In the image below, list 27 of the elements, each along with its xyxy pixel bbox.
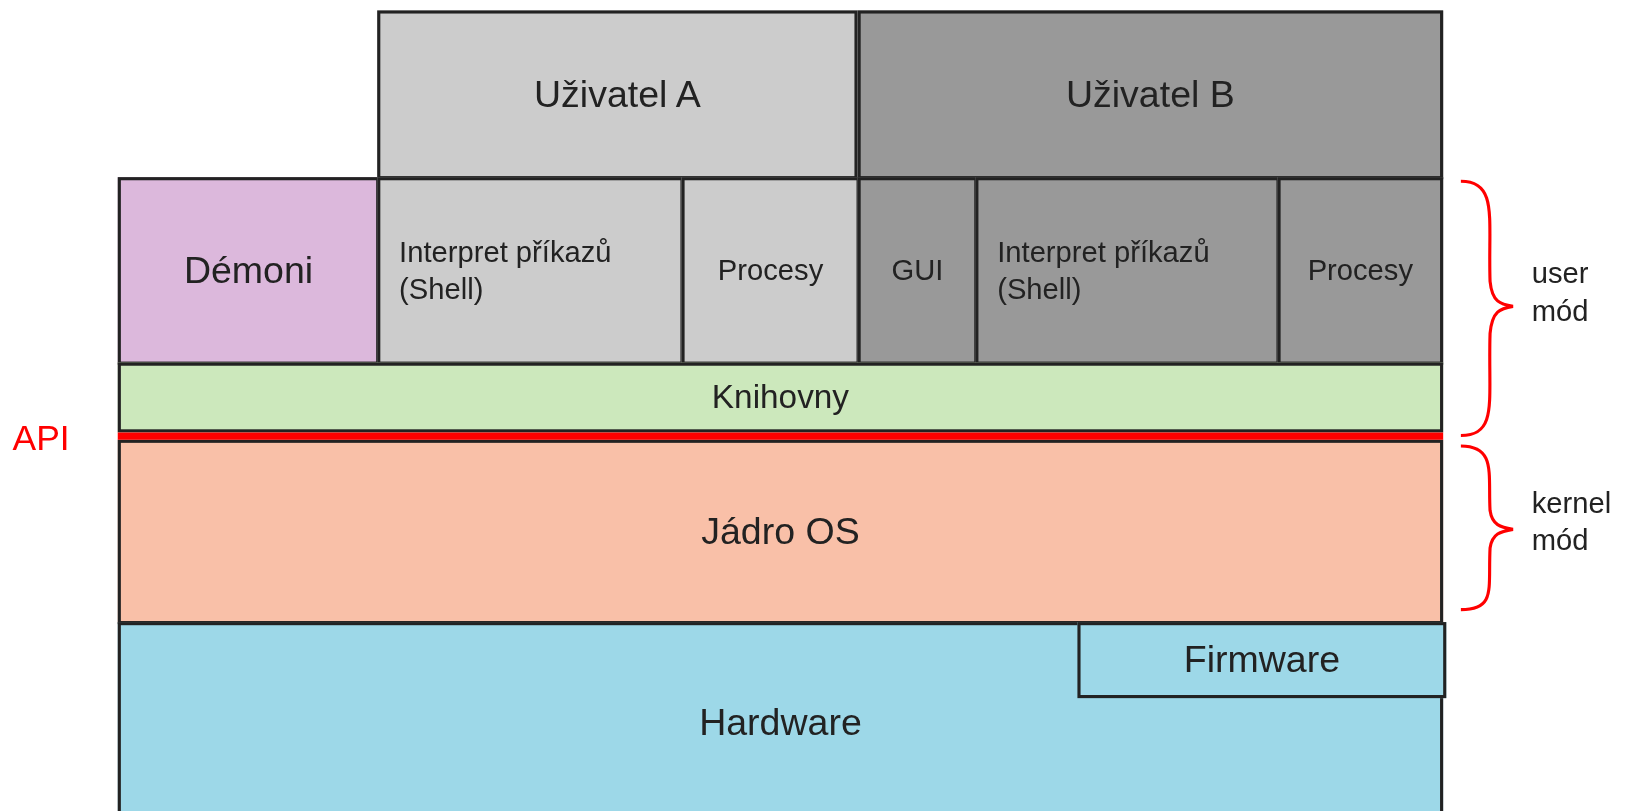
hardware-layer: [117, 622, 1444, 811]
user-block: [857, 10, 1444, 180]
block-label: Firmware: [1183, 636, 1340, 683]
block-label: Interpret příkazů (Shell): [997, 234, 1211, 308]
api-label: API: [12, 416, 71, 460]
block-label: Démoni: [183, 247, 314, 294]
daemon-block: [117, 177, 380, 365]
shell-block: [975, 177, 1280, 365]
block-label: Jádro OS: [701, 508, 860, 555]
block-label: Uživatel A: [534, 71, 701, 118]
mode-label: kernel mód: [1531, 485, 1613, 559]
block-label: Knihovny: [711, 377, 850, 418]
block-label: Uživatel B: [1065, 71, 1235, 118]
block-label: Procesy: [1307, 253, 1414, 289]
user-block: [377, 10, 858, 180]
gui-block: [857, 177, 978, 365]
block-label: Hardware: [699, 699, 862, 745]
block-label: Interpret příkazů (Shell): [399, 234, 613, 308]
block-label: GUI: [891, 253, 944, 289]
block-label: Procesy: [717, 253, 824, 289]
firmware-block: [1077, 622, 1447, 699]
library-layer: [117, 362, 1444, 433]
kernel-layer: [117, 439, 1444, 625]
process-block: [681, 177, 860, 365]
process-block: [1277, 177, 1444, 365]
mode-label: user mód: [1531, 256, 1590, 330]
shell-block: [377, 177, 684, 365]
